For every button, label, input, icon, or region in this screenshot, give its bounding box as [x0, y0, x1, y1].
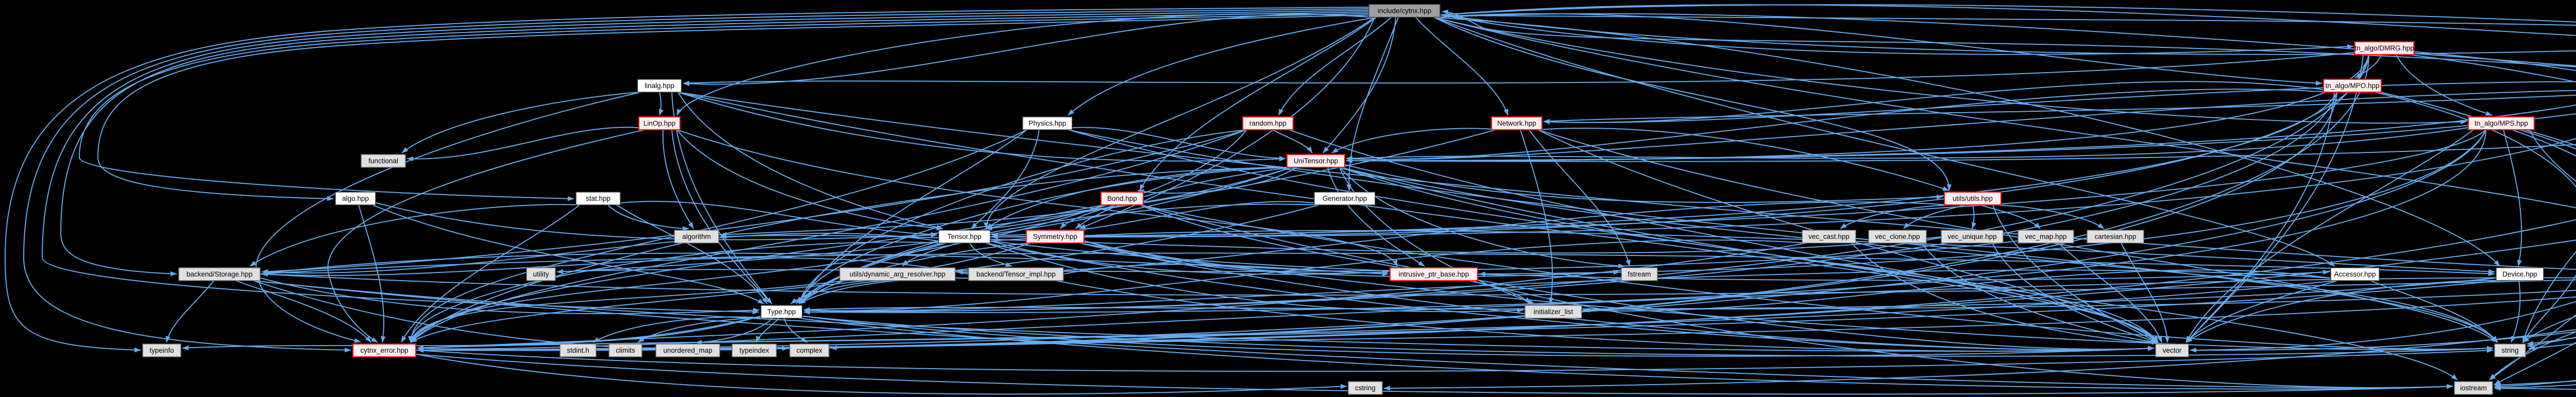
svg-text:vec_map.hpp: vec_map.hpp [2025, 233, 2066, 240]
svg-text:cartesian.hpp: cartesian.hpp [2094, 233, 2136, 240]
svg-text:unordered_map: unordered_map [663, 347, 712, 354]
svg-text:utils/utils.hpp: utils/utils.hpp [1953, 195, 1993, 202]
svg-text:iostream: iostream [2460, 384, 2487, 392]
svg-text:typeindex: typeindex [739, 347, 769, 354]
svg-text:vector: vector [2163, 347, 2182, 354]
svg-text:initializer_list: initializer_list [1534, 308, 1573, 316]
svg-text:cytnx_error.hpp: cytnx_error.hpp [360, 347, 408, 354]
svg-text:stdint.h: stdint.h [567, 347, 589, 354]
svg-text:vec_cast.hpp: vec_cast.hpp [1808, 233, 1850, 240]
svg-text:cstring: cstring [1355, 384, 1376, 392]
svg-text:random.hpp: random.hpp [1249, 119, 1286, 127]
svg-text:tn_algo/DMRG.hpp: tn_algo/DMRG.hpp [2354, 44, 2414, 52]
svg-text:string: string [2501, 347, 2518, 354]
svg-text:backend/Storage.hpp: backend/Storage.hpp [187, 270, 252, 278]
svg-text:fstream: fstream [1628, 270, 1651, 278]
svg-text:tn_algo/MPS.hpp: tn_algo/MPS.hpp [2475, 119, 2528, 127]
svg-text:algorithm: algorithm [682, 233, 711, 240]
svg-text:Generator.hpp: Generator.hpp [1323, 195, 1367, 202]
svg-text:Tensor.hpp: Tensor.hpp [947, 233, 981, 240]
svg-text:Device.hpp: Device.hpp [2502, 270, 2537, 278]
svg-text:include/cytnx.hpp: include/cytnx.hpp [1378, 7, 1431, 15]
svg-text:Network.hpp: Network.hpp [1497, 119, 1536, 127]
svg-text:Symmetry.hpp: Symmetry.hpp [1033, 233, 1077, 240]
svg-text:backend/Tensor_impl.hpp: backend/Tensor_impl.hpp [976, 270, 1056, 278]
svg-text:UniTensor.hpp: UniTensor.hpp [1294, 157, 1338, 165]
svg-text:LinOp.hpp: LinOp.hpp [643, 119, 675, 127]
svg-text:Bond.hpp: Bond.hpp [1107, 195, 1137, 202]
svg-text:algo.hpp: algo.hpp [342, 195, 369, 202]
svg-text:Type.hpp: Type.hpp [767, 308, 796, 316]
svg-text:climits: climits [616, 347, 635, 354]
svg-text:linalg.hpp: linalg.hpp [645, 82, 674, 90]
svg-text:tn_algo/MPO.hpp: tn_algo/MPO.hpp [2325, 82, 2379, 90]
svg-text:Accessor.hpp: Accessor.hpp [2334, 270, 2376, 278]
svg-text:Physics.hpp: Physics.hpp [1029, 119, 1066, 127]
svg-text:stat.hpp: stat.hpp [586, 195, 611, 202]
svg-text:utils/dynamic_arg_resolver.hpp: utils/dynamic_arg_resolver.hpp [850, 270, 945, 278]
svg-text:intrusive_ptr_base.hpp: intrusive_ptr_base.hpp [1399, 270, 1469, 278]
svg-text:complex: complex [796, 347, 823, 354]
svg-text:typeinfo: typeinfo [149, 347, 174, 354]
svg-text:functional: functional [368, 157, 398, 165]
svg-text:vec_unique.hpp: vec_unique.hpp [1947, 233, 1996, 240]
svg-text:vec_clone.hpp: vec_clone.hpp [1875, 233, 1920, 240]
svg-text:utility: utility [533, 270, 549, 278]
